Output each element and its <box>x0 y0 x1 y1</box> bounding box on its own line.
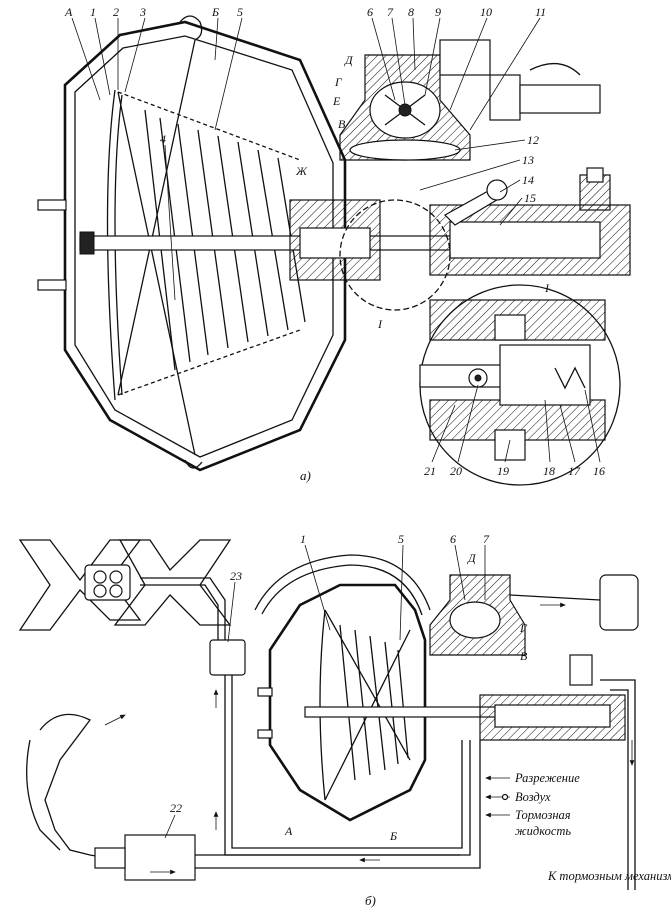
legend-vacuum: Разрежение <box>514 771 580 785</box>
callout-11: 11 <box>535 5 546 19</box>
panel-b-drawing <box>18 539 639 890</box>
callout-7: 7 <box>387 5 394 19</box>
callout-V: В <box>338 117 346 131</box>
callout-20: 20 <box>450 464 462 478</box>
callout-G: Г <box>334 75 343 89</box>
callout-10: 10 <box>480 5 492 19</box>
to-brakes-label: К тормозным механизмам <box>547 869 671 883</box>
callout-4: 4 <box>160 132 166 146</box>
pedal-bracket <box>18 539 142 631</box>
push-rod <box>79 235 471 251</box>
callout-6: 6 <box>367 5 373 19</box>
callout-21: 21 <box>424 464 436 478</box>
b-callout-7: 7 <box>483 532 490 546</box>
master-cylinder-22 <box>124 834 196 881</box>
inset-title: I <box>544 281 550 295</box>
brake-pedal <box>39 713 121 861</box>
callout-D: Д <box>344 53 354 67</box>
b-callout-D: Д <box>467 551 477 565</box>
booster-housing <box>63 20 347 472</box>
callout-19: 19 <box>497 464 509 478</box>
caption-b: б) <box>365 893 376 908</box>
callout-8: 8 <box>408 5 414 19</box>
b-callout-22: 22 <box>170 801 182 815</box>
callout-2: 2 <box>113 5 119 19</box>
callout-E: Е <box>332 94 341 108</box>
stud-upper <box>37 199 67 211</box>
caption-a: а) <box>300 468 311 483</box>
spring-b <box>339 624 409 781</box>
callout-17: 17 <box>568 464 581 478</box>
callout-12: 12 <box>527 133 539 147</box>
panel-a-leaders <box>71 17 601 463</box>
vacuum-gauge <box>599 574 639 631</box>
b-callout-G: Г <box>519 621 528 635</box>
callout-5: 5 <box>237 5 243 19</box>
callout-14: 14 <box>522 173 534 187</box>
callout-13: 13 <box>522 153 534 167</box>
booster-housing-b <box>268 583 427 822</box>
b-callout-B: Б <box>389 829 397 843</box>
callout-1: 1 <box>90 5 96 19</box>
callout-16: 16 <box>593 464 605 478</box>
section-mark: I <box>377 317 383 331</box>
b-callout-23: 23 <box>230 569 242 583</box>
callout-15: 15 <box>524 191 536 205</box>
b-callout-V: В <box>520 649 528 663</box>
inset-section-i <box>419 284 621 486</box>
b-callout-1: 1 <box>300 532 306 546</box>
b-callout-6: 6 <box>450 532 456 546</box>
stud-lower <box>37 279 67 291</box>
callout-Zh: Ж <box>295 164 308 178</box>
legend-fluid-1: Тормозная <box>515 808 571 822</box>
check-valve <box>209 639 246 676</box>
callout-9: 9 <box>435 5 441 19</box>
callout-18: 18 <box>543 464 555 478</box>
callout-3: 3 <box>139 5 146 19</box>
callout-A: А <box>64 5 73 19</box>
legend-fluid-2: жидкость <box>515 824 571 838</box>
panel-a-drawing <box>37 15 631 472</box>
diaphragm <box>106 89 123 401</box>
b-callout-5: 5 <box>398 532 404 546</box>
b-callout-A: А <box>284 824 293 838</box>
legend-air: Воздух <box>515 790 551 804</box>
panel-b-callouts: 1 5 6 Д 7 Г В 23 22 А Б Разрежение Возду… <box>170 532 671 908</box>
panel-a-callouts: А 1 2 3 Б 5 6 7 8 9 10 11 Д Г Е В Ж 4 12… <box>64 5 605 483</box>
callout-B: Б <box>211 5 219 19</box>
